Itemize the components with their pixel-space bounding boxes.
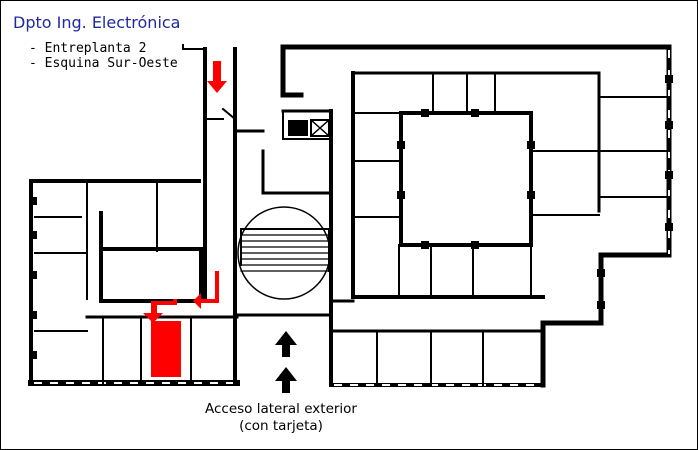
location-note-corner: - Esquina Sur-Oeste (29, 56, 178, 71)
route-arrows (143, 61, 227, 323)
access-caption-line-2: (con tarjeta) (239, 418, 323, 434)
entrance-arrow-icon (275, 331, 297, 357)
location-notes: - Entreplanta 2 - Esquina Sur-Oeste (29, 41, 178, 71)
department-title: Dpto Ing. Electrónica (13, 13, 181, 32)
walls (28, 44, 672, 388)
route-arrow-icon (193, 271, 219, 309)
destination-room-marker (151, 321, 181, 377)
window-marks (29, 75, 673, 359)
route-arrow-icon (207, 61, 227, 93)
location-note-floor: - Entreplanta 2 (29, 41, 147, 56)
access-caption-line-1: Acceso lateral exterior (205, 401, 357, 417)
route-arrow-icon (143, 299, 177, 323)
entrance-arrow-icon (275, 367, 297, 393)
entrance-arrows (275, 331, 297, 393)
access-caption: Acceso lateral exterior (con tarjeta) (171, 401, 391, 435)
